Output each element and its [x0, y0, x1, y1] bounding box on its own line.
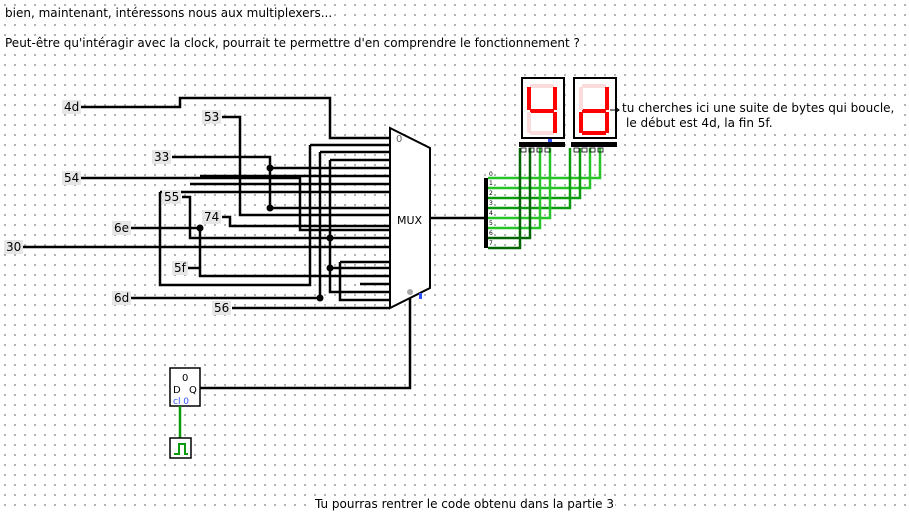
input-label: 30: [4, 240, 24, 254]
input-label: 53: [202, 110, 222, 124]
seven-segment-display-low: d: [571, 77, 617, 147]
bit-wires: [488, 148, 602, 250]
input-label: 6d: [112, 291, 132, 305]
input-label: 6e: [112, 221, 132, 235]
intro-text: bien, maintenant, intéressons nous aux m…: [4, 6, 334, 20]
hint-text: Peut-être qu'intéragir avec la clock, po…: [4, 36, 581, 50]
svg-text:0: 0: [182, 373, 188, 384]
footer-text: Tu pourras rentrer le code obtenu dans l…: [314, 497, 616, 511]
svg-text:4: 4: [489, 210, 493, 217]
input-label: 5f: [172, 261, 188, 275]
svg-text:D: D: [173, 385, 181, 396]
input-label: 56: [212, 301, 232, 315]
input-label: 55: [162, 190, 182, 204]
svg-text:0: 0: [489, 171, 493, 178]
svg-text:3: 3: [489, 200, 493, 207]
input-label: 33: [152, 150, 172, 164]
junctions: [196, 164, 334, 302]
clock-wave-icon: [174, 443, 188, 455]
bit-splitter: 0 1 2 3 4 5 6 7: [484, 171, 493, 248]
display-pins: [520, 139, 604, 153]
clock-button[interactable]: [169, 437, 192, 459]
svg-text:7: 7: [489, 240, 493, 247]
mux-label: MUX: [397, 214, 423, 227]
input-label: 74: [202, 210, 222, 224]
svg-text:Q: Q: [189, 385, 197, 396]
side-note-line1: tu cherches ici une suite de bytes qui b…: [622, 101, 895, 115]
input-label: 54: [62, 171, 82, 185]
svg-text:1: 1: [489, 180, 493, 187]
select-wire: [200, 298, 412, 390]
multiplexer[interactable]: 0 MUX: [389, 126, 431, 310]
svg-text:6: 6: [489, 230, 493, 237]
d-flip-flop[interactable]: 0 D Q cl 0: [169, 367, 201, 407]
input-label: 4d: [62, 100, 82, 114]
svg-text:2: 2: [489, 190, 493, 197]
mux-select-index: 0: [396, 134, 402, 145]
seven-segment-display-high: 4: [519, 77, 565, 147]
side-note: tu cherches ici une suite de bytes qui b…: [620, 101, 897, 131]
input-wires: [20, 96, 390, 310]
svg-text:cl 0: cl 0: [173, 397, 189, 407]
svg-text:5: 5: [489, 220, 493, 227]
side-note-line2: le début est 4d, la fin 5f.: [626, 116, 773, 130]
